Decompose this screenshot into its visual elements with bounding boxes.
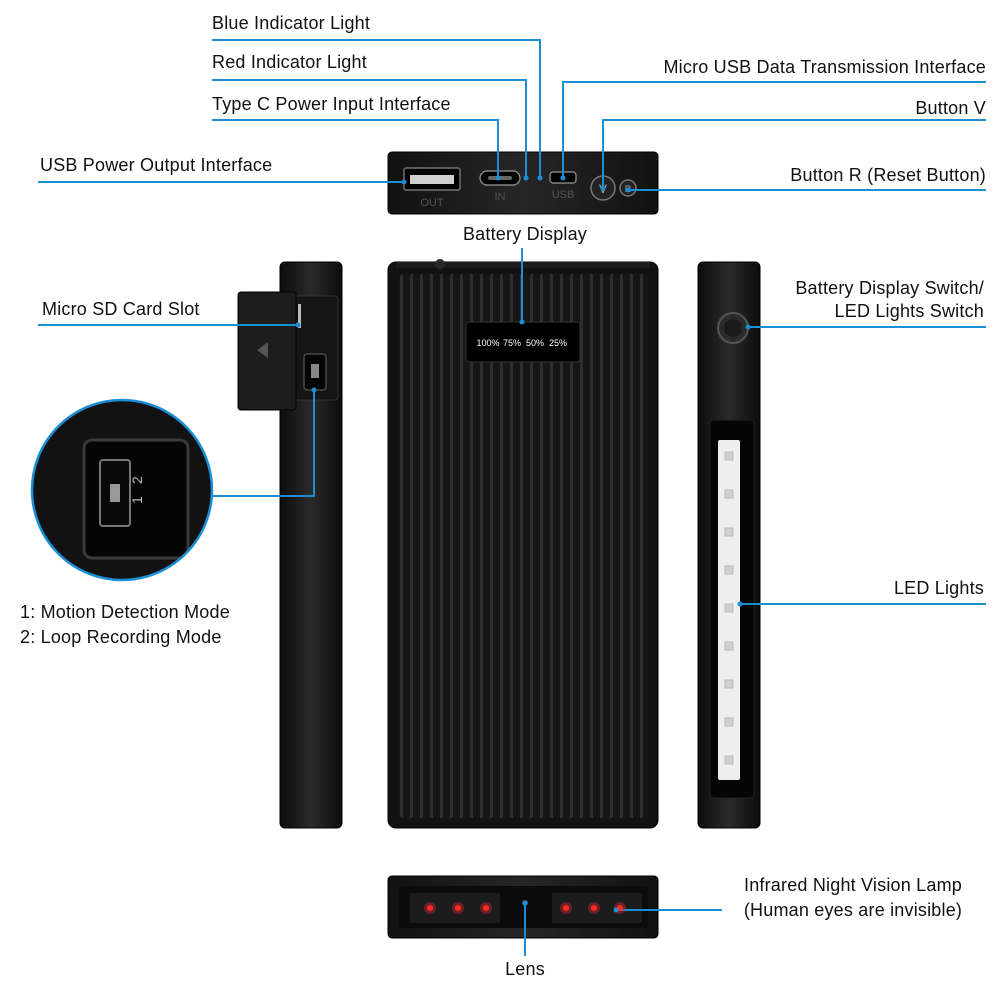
callout-dot [613, 907, 619, 913]
switch-marking-1: 1 [129, 496, 145, 504]
led-chip-icon [724, 489, 734, 499]
label-lens: Lens [505, 959, 545, 979]
label-button-r: Button R (Reset Button) [790, 165, 986, 185]
ir-led-icon [483, 905, 489, 911]
led-chip-icon [724, 451, 734, 461]
label-blue-indicator: Blue Indicator Light [212, 13, 371, 33]
led-chip-icon [724, 527, 734, 537]
led-chip-icon [724, 717, 734, 727]
led-chip-icon [724, 565, 734, 575]
label-type-c: Type C Power Input Interface [212, 94, 451, 114]
battery-level-100: 100% [476, 338, 499, 348]
in-marking: IN [495, 191, 506, 203]
out-marking: OUT [420, 197, 444, 209]
top-view: OUT IN USB V R [387, 151, 659, 215]
callout-lines [38, 39, 986, 956]
ir-led-icon [617, 905, 623, 911]
callout-dot [737, 601, 743, 607]
switch-magnifier: 2 1 [30, 398, 214, 582]
label-micro-usb: Micro USB Data Transmission Interface [663, 57, 986, 77]
label-red-indicator: Red Indicator Light [212, 52, 367, 72]
callout-dot [311, 387, 317, 393]
led-chip-icon [724, 755, 734, 765]
front-view: 100% 75% 50% 25% [387, 259, 659, 829]
label-mode-2: 2: Loop Recording Mode [20, 627, 222, 647]
led-chip-icon [724, 679, 734, 689]
callout-dot [401, 179, 407, 185]
label-mode-1: 1: Motion Detection Mode [20, 602, 230, 622]
callout-dot [625, 187, 631, 193]
switch-marking-2: 2 [129, 476, 145, 484]
ir-led-icon [427, 905, 433, 911]
callout-dot [522, 900, 528, 906]
usb-marking: USB [552, 189, 575, 201]
callout-dot [600, 185, 606, 191]
label-battery-display: Battery Display [462, 224, 588, 244]
led-chip-icon [724, 641, 734, 651]
label-switch-line1: Battery Display Switch/ [795, 278, 984, 298]
label-usb-output: USB Power Output Interface [40, 155, 273, 175]
ir-led-icon [563, 905, 569, 911]
battery-level-75: 75% [503, 338, 521, 348]
label-button-v: Button V [915, 98, 986, 118]
ir-led-icon [591, 905, 597, 911]
label-switch-line2: LED Lights Switch [834, 301, 984, 321]
callout-dot [519, 319, 525, 325]
callout-dot [295, 322, 301, 328]
ir-led-icon [455, 905, 461, 911]
callout-dot [495, 175, 501, 181]
label-ir-line1: Infrared Night Vision Lamp [744, 875, 962, 895]
battery-level-50: 50% [526, 338, 544, 348]
left-side-view [237, 261, 343, 829]
label-micro-sd: Micro SD Card Slot [42, 299, 200, 319]
led-chip-icon [724, 603, 734, 613]
battery-level-25: 25% [549, 338, 567, 348]
label-led-lights: LED Lights [893, 578, 984, 598]
callout-dot [560, 175, 566, 181]
callout-dot [523, 175, 529, 181]
right-side-view [697, 261, 761, 829]
label-ir-line2: (Human eyes are invisible) [743, 900, 963, 920]
callout-dot [537, 175, 543, 181]
callout-dot [745, 324, 751, 330]
